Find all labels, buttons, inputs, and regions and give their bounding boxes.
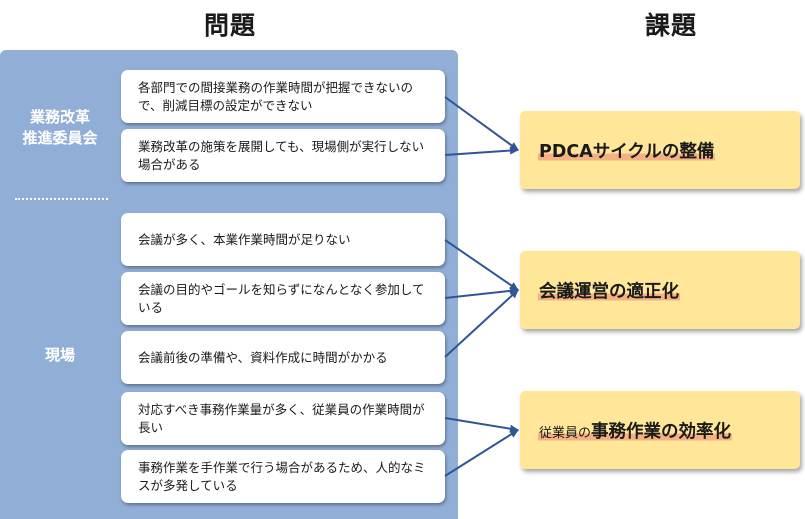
issue-box-meeting: 会議運営の適正化 [520,251,800,329]
group-label-committee: 業務改革 推進委員会 [0,107,120,149]
problem-box-2: 業務改革の施策を展開しても、現場側が実行しない場合がある [121,129,445,182]
problem-box-1: 各部門での間接業務の作業時間が把握できないので、削減目標の設定ができない [121,70,445,123]
issue-title-meeting: 会議運営の適正化 [538,277,680,303]
group-divider [15,198,108,200]
problem-text-4: 会議の目的やゴールを知らずになんとなく参加している [138,281,425,315]
problem-box-5: 会議前後の準備や、資料作成に時間がかかる [121,331,445,384]
group-label-committee-line2: 推進委員会 [22,129,98,147]
problem-box-3: 会議が多く、本業作業時間が足りない [121,213,445,266]
problems-heading: 問題 [203,11,256,40]
problem-box-4: 会議の目的やゴールを知らずになんとなく参加している [121,272,445,325]
issue-box-pdca: PDCAサイクルの整備 [520,111,800,189]
issue-title-efficiency-prefix: 従業員の [539,425,592,441]
group-label-committee-line1: 業務改革 [29,108,90,126]
issue-title-efficiency: 従業員の事務作業の効率化 [538,417,733,443]
problem-text-3: 会議が多く、本業作業時間が足りない [138,231,351,247]
problem-text-5: 会議前後の準備や、資料作成に時間がかかる [138,349,388,365]
issue-title-pdca: PDCAサイクルの整備 [538,137,716,163]
problem-text-7: 事務作業を手作業で行う場合があるため、人的なミスが多発している [138,459,426,493]
problem-text-2: 業務改革の施策を展開しても、現場側が実行しない場合がある [138,138,425,172]
issue-box-efficiency: 従業員の事務作業の効率化 [520,391,800,469]
issue-title-efficiency-main: 事務作業の効率化 [591,421,732,442]
issues-heading: 課題 [644,11,697,40]
problem-text-1: 各部門での間接業務の作業時間が把握できないので、削減目標の設定ができない [138,79,414,113]
problem-box-7: 事務作業を手作業で行う場合があるため、人的なミスが多発している [121,450,445,503]
problem-box-6: 対応すべき事務作業量が多く、従業員の作業時間が長い [121,392,445,445]
problem-text-6: 対応すべき事務作業量が多く、従業員の作業時間が長い [138,401,425,435]
group-label-site: 現場 [44,346,75,364]
